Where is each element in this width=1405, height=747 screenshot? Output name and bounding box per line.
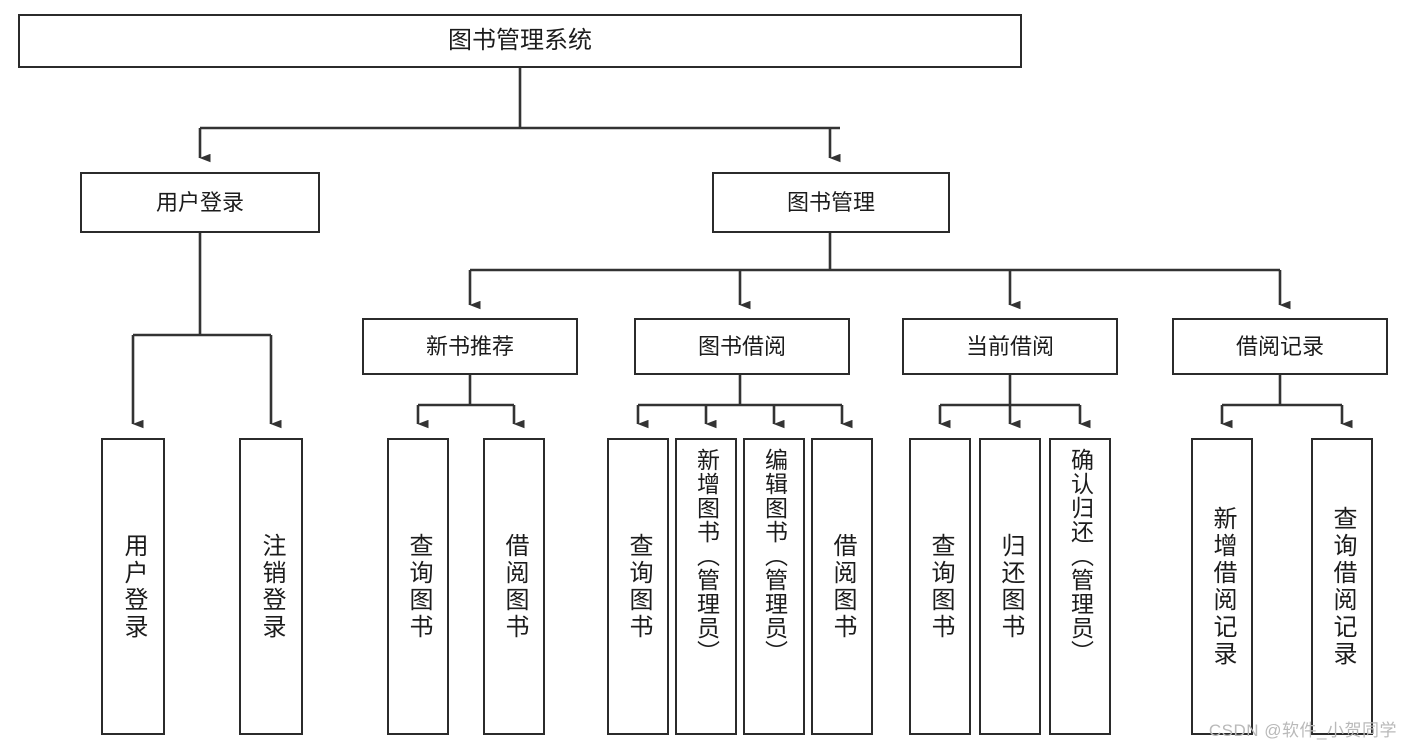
node-user-login-label: 用户登录 — [155, 189, 244, 215]
node-leaf-add-book-label: 新增图书（管理员） — [693, 448, 720, 664]
node-leaf-logout-login[interactable]: 注销登录 — [239, 438, 303, 735]
node-borrow-record[interactable]: 借阅记录 — [1172, 318, 1388, 375]
node-leaf-query-book-1-label: 查询图书 — [405, 532, 432, 641]
node-book-borrow-label: 图书借阅 — [697, 333, 786, 359]
node-current-borrow-label: 当前借阅 — [965, 333, 1054, 359]
node-borrow-record-label: 借阅记录 — [1235, 333, 1324, 359]
node-root[interactable]: 图书管理系统 — [18, 14, 1022, 68]
node-leaf-query-record[interactable]: 查询借阅记录 — [1311, 438, 1373, 735]
node-current-borrow[interactable]: 当前借阅 — [902, 318, 1118, 375]
node-leaf-query-record-label: 查询借阅记录 — [1329, 505, 1356, 668]
node-leaf-user-login[interactable]: 用户登录 — [101, 438, 165, 735]
node-book-manage[interactable]: 图书管理 — [712, 172, 950, 233]
node-leaf-add-book[interactable]: 新增图书（管理员） — [675, 438, 737, 735]
node-leaf-query-book-3[interactable]: 查询图书 — [909, 438, 971, 735]
node-book-manage-label: 图书管理 — [786, 189, 875, 215]
node-leaf-query-book-2[interactable]: 查询图书 — [607, 438, 669, 735]
node-leaf-return-book-label: 归还图书 — [997, 532, 1024, 641]
node-leaf-return-book[interactable]: 归还图书 — [979, 438, 1041, 735]
node-leaf-add-record-label: 新增借阅记录 — [1209, 505, 1236, 668]
node-leaf-borrow-book-2-label: 借阅图书 — [829, 532, 856, 641]
node-leaf-confirm-return-label: 确认归还（管理员） — [1067, 448, 1094, 664]
node-leaf-edit-book[interactable]: 编辑图书（管理员） — [743, 438, 805, 735]
node-root-label: 图书管理系统 — [448, 27, 592, 55]
node-leaf-user-login-label: 用户登录 — [120, 532, 147, 641]
node-new-book-rec[interactable]: 新书推荐 — [362, 318, 578, 375]
node-leaf-add-record[interactable]: 新增借阅记录 — [1191, 438, 1253, 735]
node-leaf-query-book-2-label: 查询图书 — [625, 532, 652, 641]
node-leaf-borrow-book-1-label: 借阅图书 — [501, 532, 528, 641]
node-leaf-borrow-book-1[interactable]: 借阅图书 — [483, 438, 545, 735]
node-new-book-rec-label: 新书推荐 — [425, 333, 514, 359]
node-user-login[interactable]: 用户登录 — [80, 172, 320, 233]
node-leaf-query-book-3-label: 查询图书 — [927, 532, 954, 641]
node-leaf-logout-login-label: 注销登录 — [258, 532, 285, 641]
node-leaf-confirm-return[interactable]: 确认归还（管理员） — [1049, 438, 1111, 735]
node-book-borrow[interactable]: 图书借阅 — [634, 318, 850, 375]
node-leaf-query-book-1[interactable]: 查询图书 — [387, 438, 449, 735]
node-leaf-edit-book-label: 编辑图书（管理员） — [761, 448, 788, 664]
node-leaf-borrow-book-2[interactable]: 借阅图书 — [811, 438, 873, 735]
